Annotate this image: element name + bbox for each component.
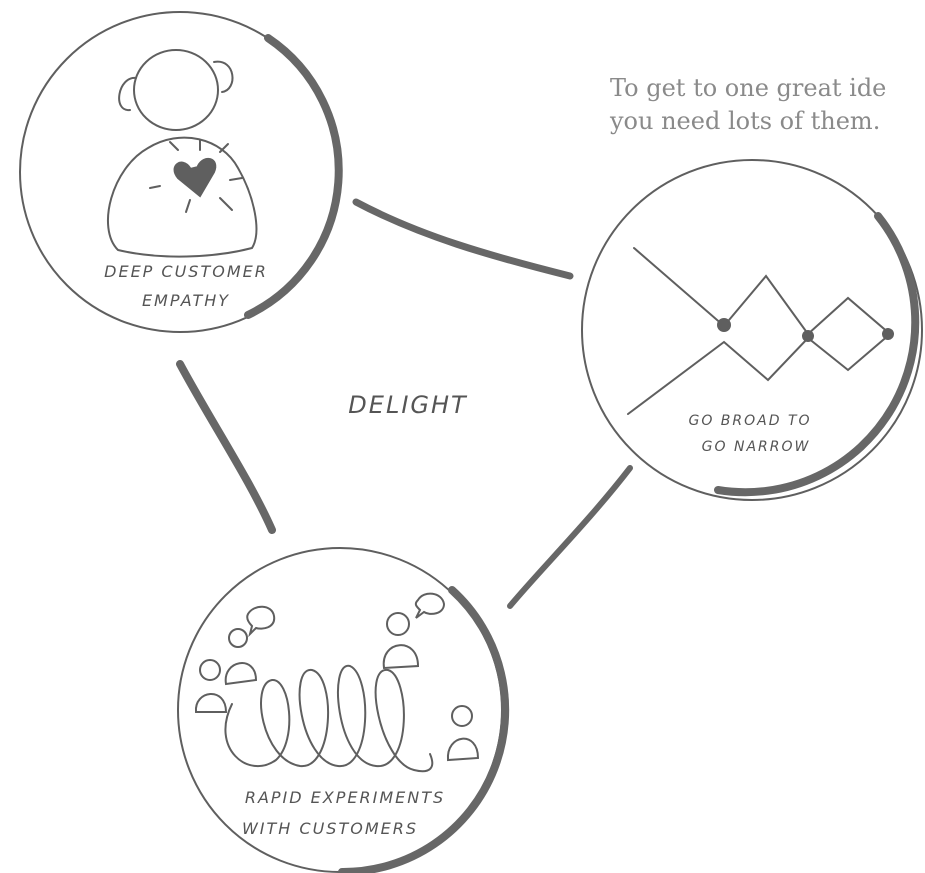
quote-line-1: To get to one great ide — [610, 74, 887, 102]
broad-circle-thick-arc — [714, 212, 920, 497]
experiments-label-line2: WITH CUSTOMERS — [242, 819, 418, 838]
quote-text: To get to one great ide you need lots of… — [610, 72, 925, 138]
experiments-circle-thick-arc — [338, 586, 510, 873]
node-broad: GO BROAD TO GO NARROW — [581, 159, 923, 501]
people-loops-icon — [194, 592, 480, 773]
quote-line-2: you need lots of them. — [610, 107, 881, 135]
connector-experiments-empathy — [176, 360, 276, 534]
broad-label-line2: GO NARROW — [702, 439, 811, 455]
broad-label-line1: GO BROAD TO — [688, 413, 811, 429]
node-experiments: RAPID EXPERIMENTS WITH CUSTOMERS — [177, 547, 510, 873]
connector-empathy-broad — [352, 198, 574, 280]
empathy-circle-thick-arc — [244, 34, 343, 319]
node-empathy: DEEP CUSTOMER EMPATHY — [19, 11, 343, 333]
empathy-label-line2: EMPATHY — [142, 291, 230, 310]
person-heart-icon — [107, 49, 258, 258]
experiments-label-line1: RAPID EXPERIMENTS — [245, 788, 445, 807]
connector-broad-experiments — [507, 465, 633, 609]
diverge-converge-icon — [627, 247, 894, 415]
empathy-label-line1: DEEP CUSTOMER — [104, 262, 268, 281]
broad-circle — [581, 159, 923, 501]
center-label-delight: DELIGHT — [348, 391, 468, 419]
